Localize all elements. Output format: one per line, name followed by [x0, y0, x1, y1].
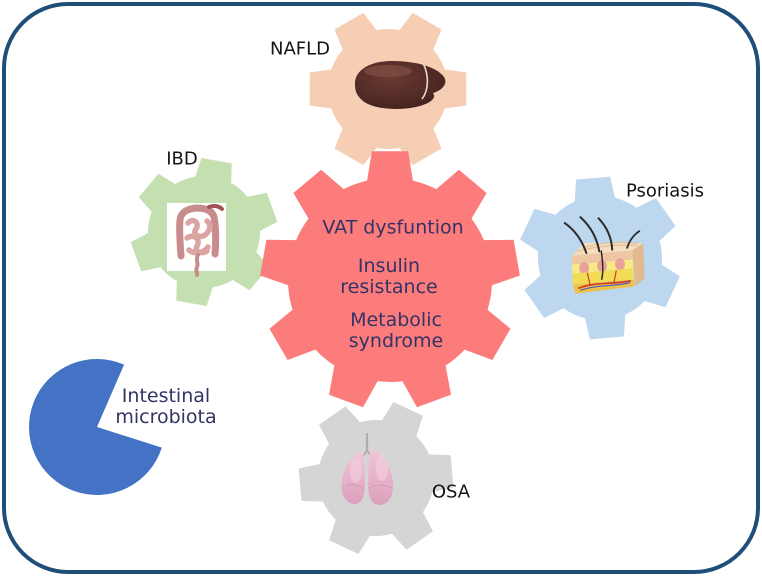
label-intestinal-microbiota: Intestinal microbiota — [115, 385, 217, 428]
label-osa: OSA — [431, 481, 471, 503]
skin-icon — [563, 216, 645, 294]
pie-pacman-shape — [29, 358, 162, 495]
liver-icon — [354, 61, 446, 109]
gear-center-vat — [260, 151, 520, 408]
label-ibd: IBD — [166, 148, 198, 170]
label-nafld: NAFLD — [269, 38, 331, 60]
center-gear-text-insulin-resistance: Insulin resistance — [340, 255, 438, 298]
center-gear-text-metabolic-syndrome: Metabolic syndrome — [348, 309, 444, 352]
organ-illustrations-layer — [167, 61, 645, 505]
center-gear-layer — [260, 151, 520, 408]
center-gear-text-vat-dysfunction: VAT dysfuntion — [322, 216, 464, 239]
intestine-icon — [167, 203, 226, 277]
label-psoriasis: Psoriasis — [625, 180, 705, 202]
lungs-icon — [341, 433, 394, 505]
